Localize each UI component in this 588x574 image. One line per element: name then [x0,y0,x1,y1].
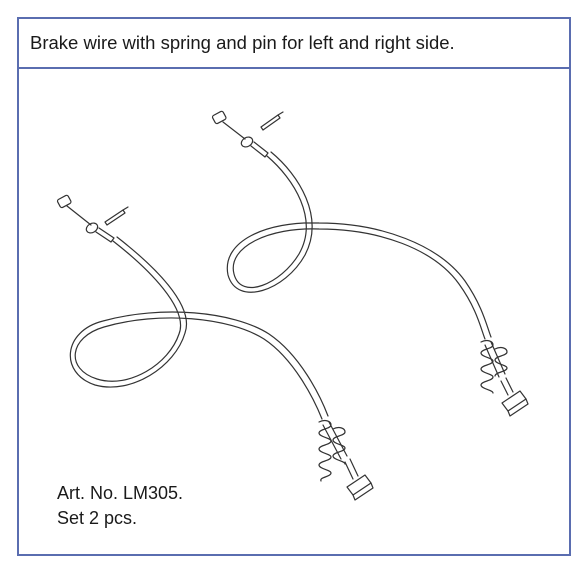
cable-right [232,155,486,340]
brake-wire-right [211,110,529,417]
cable-left [74,240,323,420]
brake-wire-left [56,194,374,501]
wire-ring [240,136,254,148]
quantity: Set 2 pcs. [57,508,138,528]
spring-left [318,419,348,482]
article-number: Art. No. LM305. [57,483,184,503]
spring-right [480,339,508,394]
wire-end-cap [56,194,92,226]
nipple-right [500,377,529,417]
product-card: Brake wire with spring and pin for left … [17,17,571,556]
product-title: Brake wire with spring and pin for left … [30,32,455,53]
brake-wire-illustration [56,110,529,501]
product-caption: Art. No. LM305. Set 2 pcs. [57,481,183,531]
wire-ring [85,222,99,234]
pin-right [260,111,284,131]
product-header: Brake wire with spring and pin for left … [19,19,569,69]
pin-left [104,206,129,226]
wire-end-cap [211,110,246,140]
nipple-left [344,458,374,501]
